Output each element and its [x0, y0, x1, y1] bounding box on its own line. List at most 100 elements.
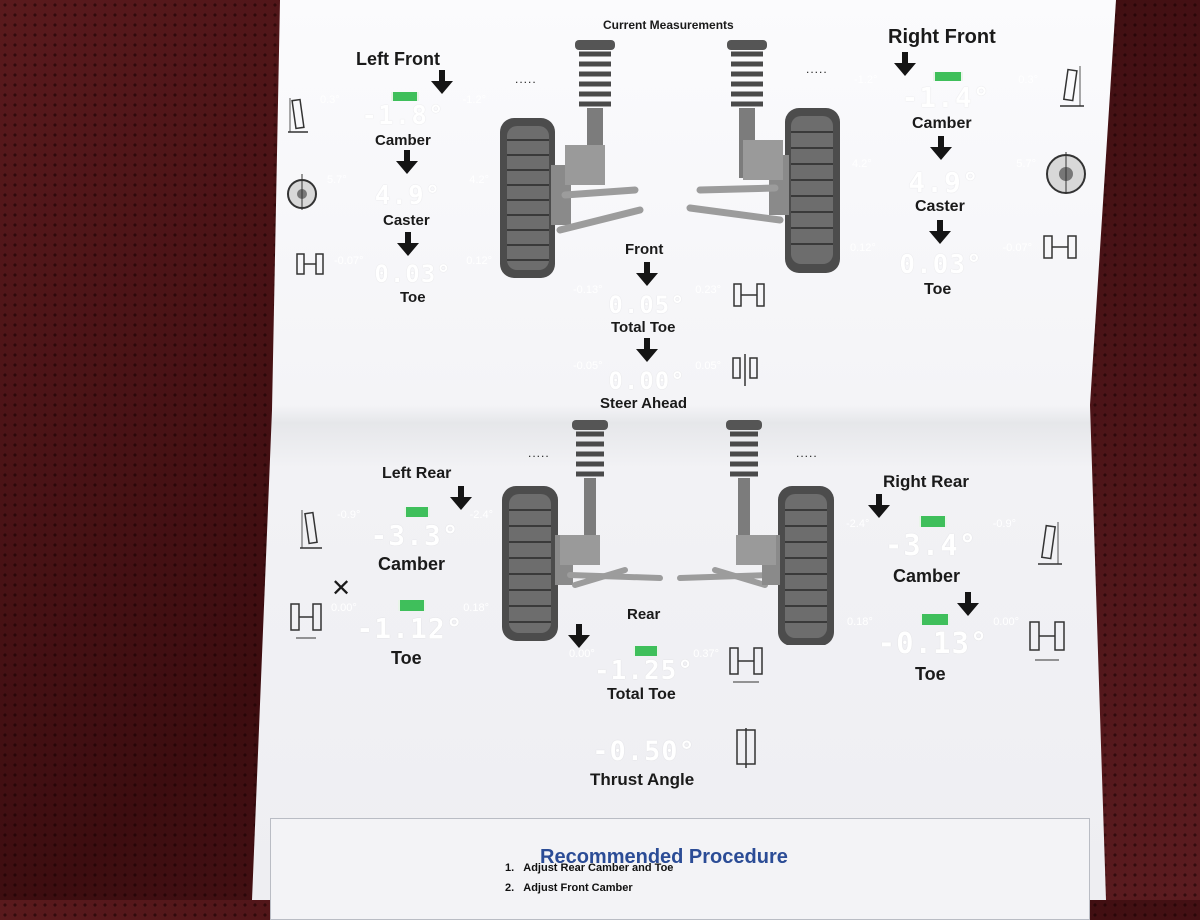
- left-front-caster-gauge: 5.7° 4.2° 4.9°: [323, 172, 493, 212]
- rear-suspension-illustration: [502, 420, 834, 645]
- left-rear-wheel: [502, 486, 573, 641]
- rear-links: [567, 567, 773, 588]
- caster-value: 4.9°: [374, 181, 442, 211]
- toe-pointer-arrow: [929, 220, 951, 244]
- front-suspension-illustration: [500, 40, 840, 278]
- toe-label: Toe: [391, 648, 422, 668]
- out-of-spec-x-mark: ✕: [331, 575, 352, 602]
- total-toe-pointer-arrow: [568, 624, 590, 648]
- range-max: -0.9°: [992, 518, 1016, 530]
- toe-pointer-arrow: [957, 592, 979, 616]
- camber-diagram-icon: [300, 510, 322, 549]
- range-max: 0.00°: [993, 616, 1019, 628]
- left-rear-toe-gauge: 0.00° 0.18° -1.12°: [327, 600, 493, 646]
- range-min: -0.05°: [573, 360, 603, 372]
- toe-diagram-icon: [1029, 621, 1065, 661]
- camber-pointer-arrow: [868, 494, 890, 518]
- range-max: -0.07°: [1002, 242, 1032, 254]
- toe-value: 0.03°: [374, 260, 452, 288]
- range-min: -0.13°: [573, 284, 603, 296]
- left-front-wheel: [500, 118, 571, 278]
- total-toe-value: 0.05°: [608, 291, 686, 319]
- thrust-angle-diagram-icon: [736, 728, 756, 768]
- left-front-camber-gauge: 0.3° -1.2° -1.8°: [316, 92, 490, 132]
- right-front-heading: Right Front: [888, 26, 996, 48]
- left-front-strut: [565, 40, 615, 185]
- range-max: 0.23°: [695, 284, 721, 296]
- steer-ahead-gauge: -0.05° 0.05° 0.00°: [569, 358, 725, 395]
- left-rear-heading: Left Rear: [382, 465, 452, 482]
- range-min: 0.18°: [847, 616, 873, 628]
- range-max: -1.2°: [462, 94, 486, 106]
- steer-ahead-label: Steer Ahead: [600, 395, 687, 412]
- range-max: 0.18°: [463, 602, 489, 614]
- total-toe-label: Total Toe: [607, 686, 676, 703]
- dotted-divider: .....: [796, 446, 818, 460]
- steer-ahead-pointer-arrow: [636, 338, 658, 362]
- right-front-caster-gauge: 4.2° 5.7° 4.9°: [848, 156, 1040, 199]
- caster-label: Caster: [915, 198, 965, 215]
- total-toe-value: -1.25°: [594, 656, 694, 686]
- camber-label: Camber: [375, 132, 431, 149]
- range-min: 0.12°: [850, 242, 876, 254]
- range-min: -2.4°: [846, 518, 870, 530]
- toe-label: Toe: [400, 289, 426, 306]
- range-max: 0.05°: [695, 360, 721, 372]
- left-rear-camber-gauge: -0.9° -2.4° -3.3°: [333, 507, 497, 552]
- range-max: 0.37°: [693, 648, 719, 660]
- toe-diagram-icon: [290, 603, 322, 639]
- camber-pointer-arrow: [450, 486, 472, 510]
- camber-value: -1.8°: [361, 101, 445, 131]
- toe-label: Toe: [915, 664, 946, 684]
- left-front-heading: Left Front: [356, 49, 440, 69]
- range-max: 5.7°: [1016, 158, 1036, 170]
- total-toe-label: Total Toe: [611, 319, 676, 336]
- camber-label: Camber: [378, 554, 446, 574]
- left-front-toe-gauge: -0.07° 0.12° 0.03°: [330, 253, 496, 288]
- right-front-wheel: [769, 108, 840, 273]
- recommended-procedure-panel: [270, 818, 1090, 920]
- caster-value: 4.9°: [908, 166, 980, 199]
- right-front-toe-gauge: 0.12° -0.07° 0.03°: [846, 240, 1036, 280]
- caster-diagram-icon: [1046, 152, 1086, 194]
- alignment-printout: [252, 0, 1116, 900]
- thrust-angle-value: -0.50°: [592, 736, 696, 767]
- rear-total-toe-gauge: 0.00° 0.37° -1.25°: [565, 646, 723, 686]
- range-min: 4.2°: [852, 158, 872, 170]
- camber-value: -1.4°: [901, 81, 991, 114]
- rear-center-heading: Rear: [627, 606, 661, 623]
- right-front-camber-gauge: -1.2° 0.3° -1.4°: [850, 72, 1042, 114]
- toe-value: 0.03°: [899, 250, 983, 280]
- camber-value: -3.4°: [884, 528, 978, 562]
- caster-diagram-icon: [287, 174, 317, 210]
- range-min: 5.7°: [327, 174, 347, 186]
- step-number: 1.: [505, 862, 515, 874]
- range-max: 4.2°: [469, 174, 489, 186]
- range-min: 0.00°: [331, 602, 357, 614]
- procedure-step: 1. Adjust Rear Camber and Toe: [505, 862, 673, 874]
- camber-diagram-icon: [1060, 66, 1084, 107]
- range-min: 0.00°: [569, 648, 595, 660]
- camber-label: Camber: [893, 566, 961, 586]
- thrust-angle-gauge: -0.50°: [563, 726, 725, 768]
- front-total-toe-gauge: -0.13° 0.23° 0.05°: [569, 282, 725, 320]
- toe-value: -0.13°: [877, 626, 989, 660]
- right-rear-strut: [726, 420, 776, 565]
- range-min: -1.2°: [854, 74, 878, 86]
- front-center-heading: Front: [625, 241, 664, 258]
- toe-label: Toe: [924, 281, 952, 298]
- range-min: 0.3°: [320, 94, 340, 106]
- toe-diagram-icon: [296, 253, 324, 275]
- step-text: Adjust Rear Camber and Toe: [523, 862, 674, 874]
- toe-value: -1.12°: [356, 612, 464, 645]
- dotted-divider: .....: [528, 446, 550, 460]
- step-text: Adjust Front Camber: [523, 882, 633, 894]
- report-title: Current Measurements: [603, 18, 734, 32]
- dotted-divider: .....: [515, 72, 537, 86]
- range-min: -0.9°: [337, 509, 361, 521]
- right-rear-camber-gauge: -2.4° -0.9° -3.4°: [842, 516, 1020, 562]
- total-toe-diagram-icon: [733, 283, 765, 307]
- range-min: -0.07°: [334, 255, 364, 267]
- right-front-control-arms: [686, 184, 784, 224]
- caster-pointer-arrow: [396, 150, 418, 174]
